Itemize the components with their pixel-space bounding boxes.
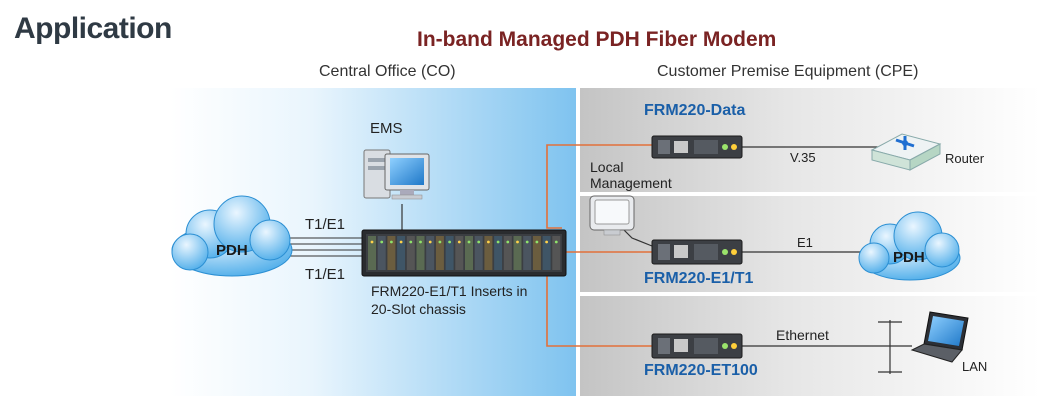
chassis-slot (474, 236, 483, 270)
modem-icon (651, 239, 743, 265)
chassis-led (370, 240, 374, 244)
pdh-cloud-cpe-label: PDH (893, 249, 925, 266)
chassis-slot (542, 236, 551, 270)
chassis-led (457, 240, 461, 244)
link-label-v35: V.35 (790, 150, 816, 165)
chassis-led (409, 240, 413, 244)
endpoint-label-router: Router (945, 151, 985, 166)
endpoint-label-lan: LAN (962, 359, 988, 374)
chassis-led (477, 240, 481, 244)
zone-label-central-office: Central Office (CO) (319, 63, 456, 80)
chassis-led (535, 240, 539, 244)
t1e1-label-bottom: T1/E1 (305, 266, 346, 283)
chassis-slot (503, 236, 512, 270)
chassis-led (525, 240, 529, 244)
chassis-slot (445, 236, 454, 270)
chassis-led (467, 240, 471, 244)
chassis-led (545, 240, 548, 244)
laptop-icon (910, 311, 969, 363)
chassis-led (554, 240, 558, 244)
chassis-slot (368, 236, 376, 270)
chassis-led (496, 240, 500, 244)
chassis-slot (552, 236, 561, 270)
chassis-led (448, 240, 451, 244)
chassis-slot (377, 236, 386, 270)
product-label-et100: FRM220-ET100 (644, 362, 758, 379)
chassis-slot (484, 236, 493, 270)
cloud-icon (858, 211, 961, 281)
chassis-caption-line2: 20-Slot chassis (371, 301, 466, 317)
chassis-slot (416, 236, 425, 270)
pdh-cloud-co: PDH (171, 195, 293, 277)
product-label-e1t1: FRM220-E1/T1 (644, 270, 754, 287)
chassis-led (399, 240, 403, 244)
chassis-slot (397, 236, 406, 270)
chassis-led (380, 240, 384, 244)
chassis-led (438, 240, 442, 244)
chassis-slot (494, 236, 503, 270)
modem-icon (651, 333, 743, 359)
chassis-led (506, 240, 510, 244)
chassis-led (419, 240, 422, 244)
chassis-slot (532, 236, 541, 270)
crt-monitor-icon (589, 195, 635, 236)
t1e1-links (285, 237, 370, 257)
chassis-led (516, 240, 519, 244)
cloud-icon (171, 195, 293, 277)
chassis-led (487, 240, 490, 244)
chassis-slot (435, 236, 444, 270)
pdh-cloud-cpe: PDH (858, 211, 961, 281)
chassis-slot (465, 236, 473, 270)
chassis-slot (406, 236, 415, 270)
pc-icon (363, 149, 430, 200)
chassis-slot (523, 236, 532, 270)
chassis-slot (387, 236, 396, 270)
chassis-icon (361, 229, 567, 277)
link-label-ethernet: Ethernet (776, 327, 829, 343)
chassis-slot (513, 236, 522, 270)
diagram-title: In-band Managed PDH Fiber Modem (417, 28, 777, 51)
chassis-led (428, 240, 432, 244)
product-label-data: FRM220-Data (644, 102, 746, 119)
cpe-links (742, 146, 912, 374)
section-title: Application (14, 12, 172, 45)
t1e1-label-top: T1/E1 (305, 216, 346, 233)
local-management-line1: Local (590, 159, 624, 175)
chassis-slot (426, 236, 435, 270)
chassis-slot (455, 236, 464, 270)
modem-icon (651, 135, 743, 159)
link-label-e1: E1 (797, 235, 813, 250)
router-icon (870, 133, 942, 171)
zone-label-cpe: Customer Premise Equipment (CPE) (657, 63, 919, 80)
local-management-line2: Management (590, 175, 672, 191)
pdh-cloud-co-label: PDH (216, 242, 248, 259)
ems-label: EMS (370, 120, 403, 137)
chassis-caption-line1: FRM220-E1/T1 Inserts in (371, 283, 528, 299)
chassis-led (390, 240, 393, 244)
